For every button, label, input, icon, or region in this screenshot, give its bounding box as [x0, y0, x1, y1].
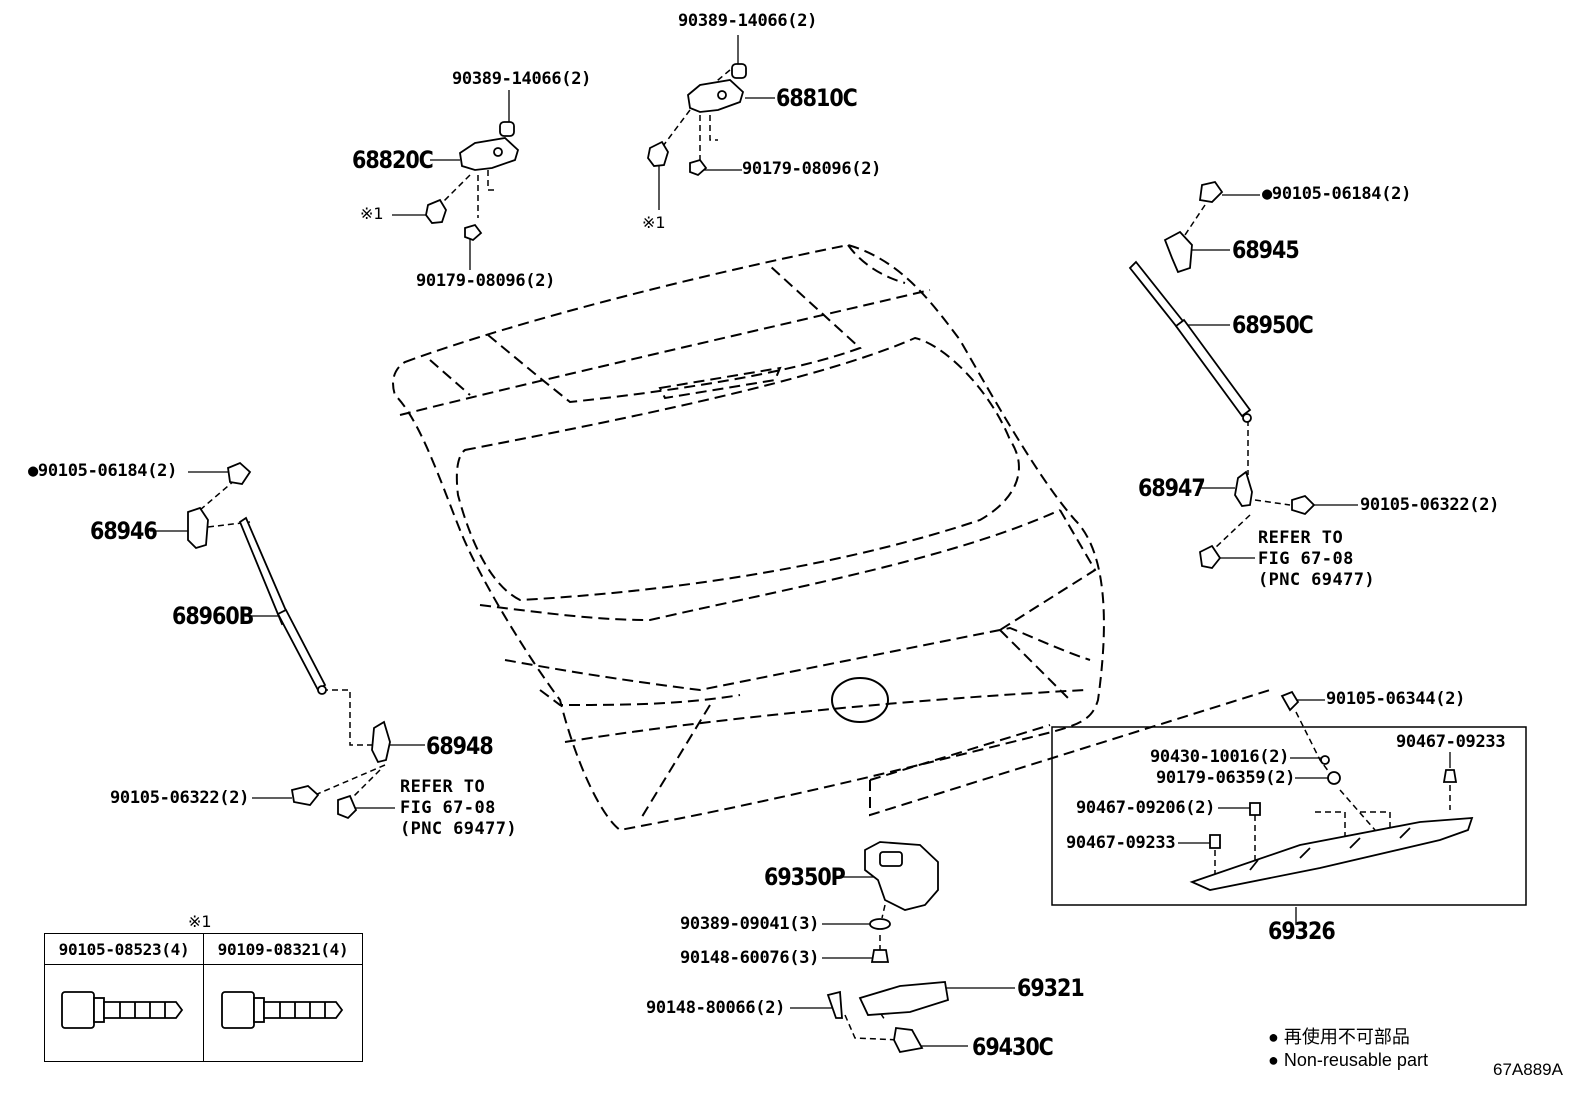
table-bolts: [61, 991, 344, 1029]
label-refer-left: REFER TO FIG 67-08 (PNC 69477): [400, 777, 517, 839]
label-stay-68960b: 68960B: [172, 602, 254, 630]
table-column-1: 90105-08523(4): [45, 934, 204, 1061]
label-clip-right: 90179-08096(2): [742, 159, 882, 179]
label-nut-hinge-left-top: 90389-14066(2): [452, 69, 592, 89]
label-bolt-stay-left-top: ●90105-06184(2): [28, 461, 178, 481]
label-screw-90148-80066: 90148-80066(2): [646, 998, 786, 1018]
label-clip-90467-09206: 90467-09206(2): [1076, 798, 1216, 818]
label-garnish-69326: 69326: [1268, 917, 1336, 945]
label-mark-left: ※1: [360, 204, 384, 223]
label-mark-right: ※1: [642, 213, 666, 232]
label-hinge-68820c: 68820C: [352, 146, 434, 174]
table-header-1: 90105-08523(4): [45, 934, 203, 965]
label-clip-90467-09233-top: 90467-09233: [1396, 732, 1506, 752]
label-switch-69321: 69321: [1017, 974, 1085, 1002]
label-cover-69430c: 69430C: [972, 1033, 1054, 1061]
label-refer-right: REFER TO FIG 67-08 (PNC 69477): [1258, 528, 1375, 590]
label-hinge-68810c: 68810C: [776, 84, 858, 112]
label-bracket-68946: 68946: [90, 517, 158, 545]
label-screw-90105-06344: 90105-06344(2): [1326, 689, 1466, 709]
label-bolt-stay-right-top: ●90105-06184(2): [1262, 184, 1412, 204]
emblem-circle: [831, 677, 889, 723]
lock-69350p: [864, 841, 939, 963]
label-bracket-68945: 68945: [1232, 236, 1300, 264]
label-washer-90389-09041: 90389-09041(3): [680, 914, 820, 934]
parts: [187, 63, 1474, 1054]
table-column-2: 90109-08321(4): [204, 934, 362, 1061]
hinge-68820c: [425, 121, 520, 242]
stay-68950c: [1128, 180, 1316, 569]
garnish-frame: [1051, 726, 1527, 906]
bolt-reference-table: 90105-08523(4) 90109-08321(4): [44, 933, 363, 1062]
legend-en: ● Non-reusable part: [1268, 1050, 1428, 1070]
figure-id: 67A889A: [1493, 1060, 1563, 1079]
hinge-68810c: [647, 63, 747, 177]
label-clip-90179-06359: 90179-06359(2): [1156, 768, 1296, 788]
table-mark: ※1: [188, 912, 212, 931]
label-clip-left: 90179-08096(2): [416, 271, 556, 291]
bolt-90109-08321-drawing: [221, 991, 344, 1029]
back-door-panel-outline: [392, 243, 1271, 832]
label-clip-90467-09233-left: 90467-09233: [1066, 833, 1176, 853]
label-bolt-right-lower: 90105-06322(2): [1360, 495, 1500, 515]
leader-lines: [150, 35, 1451, 1047]
garnish-69326: [1189, 690, 1474, 891]
label-stay-68950c: 68950C: [1232, 311, 1314, 339]
bolt-90105-08523-drawing: [61, 991, 184, 1029]
label-bolt-left-lower: 90105-06322(2): [110, 788, 250, 808]
label-lock-69350p: 69350P: [764, 863, 846, 891]
stay-68960b: [187, 461, 391, 820]
label-bolt-90148-60076: 90148-60076(3): [680, 948, 820, 968]
label-nut-hinge-right-top: 90389-14066(2): [678, 11, 818, 31]
switch-69321: [826, 981, 950, 1054]
label-nut-90430-10016: 90430-10016(2): [1150, 747, 1290, 767]
legend-jp: ● 再使用不可部品: [1268, 1027, 1410, 1047]
label-bracket-68947: 68947: [1138, 474, 1206, 502]
label-bracket-68948: 68948: [426, 732, 494, 760]
table-header-2: 90109-08321(4): [204, 934, 362, 965]
